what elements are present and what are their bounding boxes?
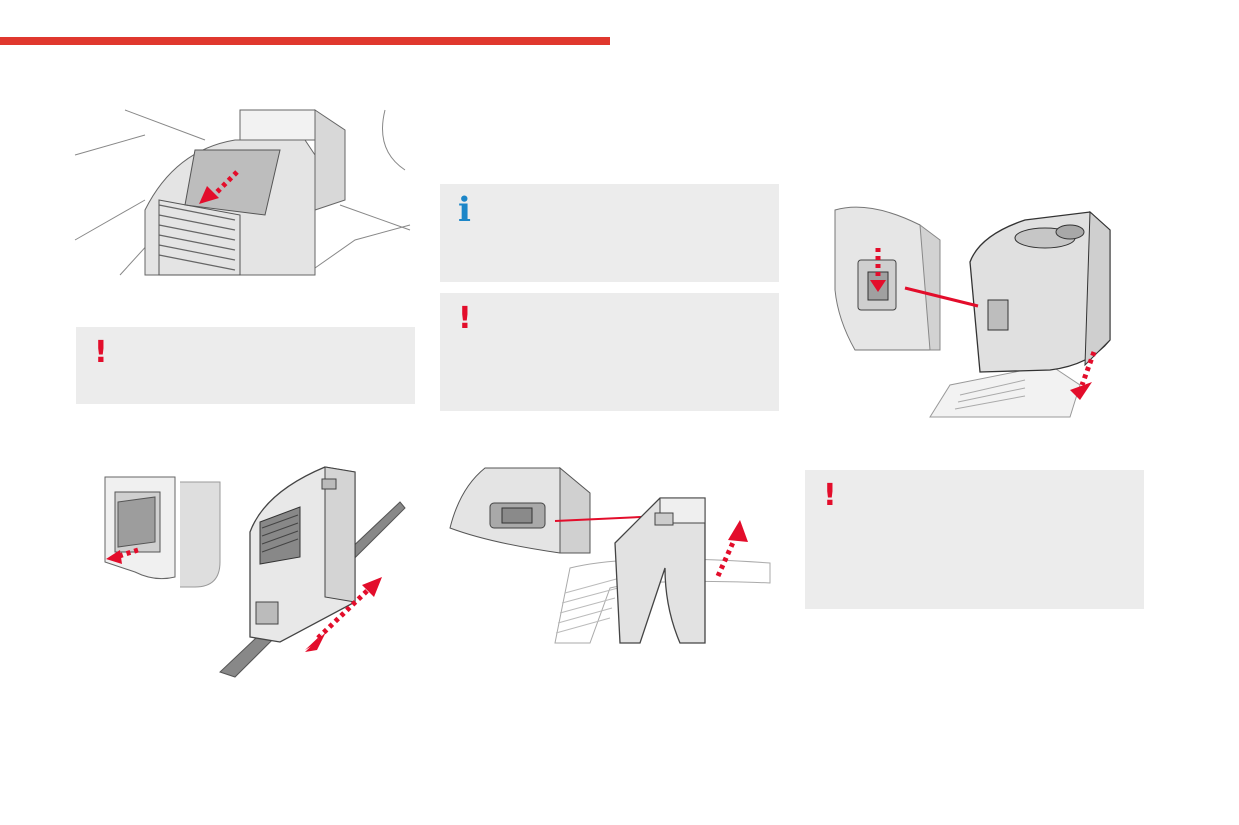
warning-icon: ! [94, 335, 108, 370]
warning-icon: ! [458, 301, 472, 336]
armrest-release-illustration [74, 109, 411, 276]
module-slide-illustration [104, 466, 406, 678]
warning-note-3: ! [805, 470, 1144, 609]
module-lift-illustration [449, 466, 771, 644]
info-icon: i [458, 190, 471, 230]
warning-note-2: ! [440, 293, 779, 411]
warning-icon: ! [823, 478, 837, 513]
info-note: i [440, 184, 779, 282]
warning-note-1: ! [76, 327, 415, 404]
header-accent-bar [0, 37, 610, 45]
module-remove-illustration [834, 206, 1111, 418]
